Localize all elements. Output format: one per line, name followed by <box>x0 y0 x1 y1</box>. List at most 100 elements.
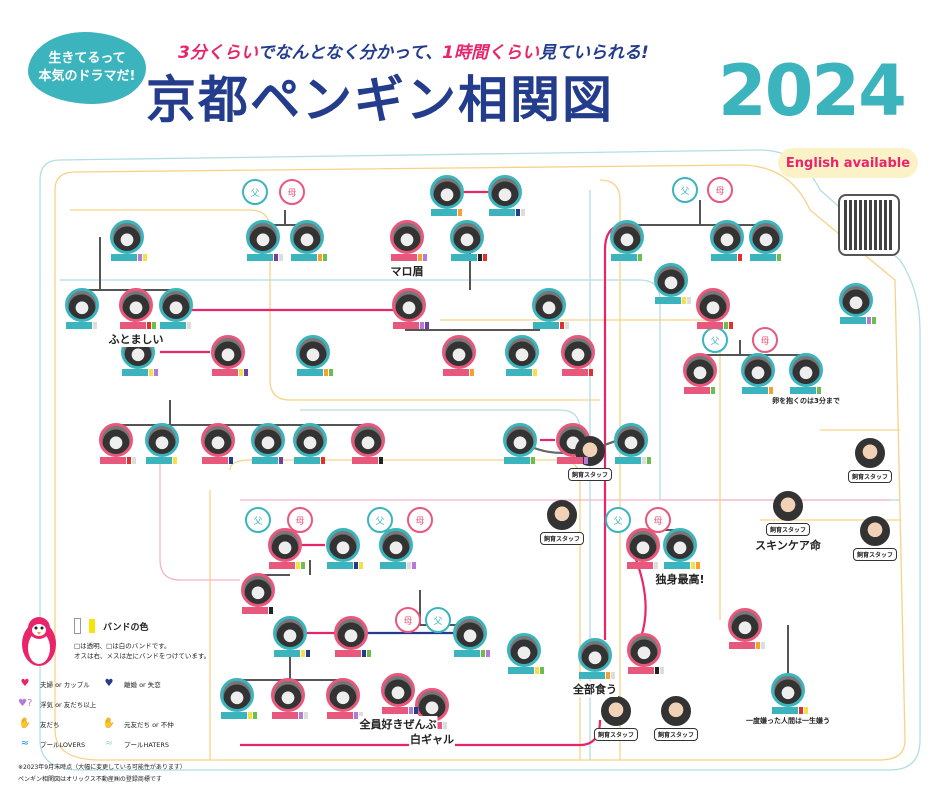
penguin-node[interactable] <box>683 353 717 387</box>
penguin-node[interactable] <box>578 638 612 672</box>
band-color-swatch <box>540 667 544 674</box>
penguin-node[interactable] <box>503 423 537 457</box>
band-color-swatch <box>187 322 191 329</box>
penguin-node[interactable] <box>99 423 133 457</box>
penguin-node[interactable] <box>110 220 144 254</box>
penguin-node[interactable] <box>610 220 644 254</box>
penguin-node[interactable] <box>379 528 413 562</box>
penguin-node[interactable] <box>381 673 415 707</box>
band-color-swatch <box>418 254 422 261</box>
penguin-node[interactable] <box>507 633 541 667</box>
penguin-band <box>382 707 418 714</box>
penguin-node[interactable] <box>273 616 307 650</box>
penguin-node[interactable] <box>392 288 426 322</box>
penguin-node[interactable] <box>654 263 688 297</box>
band-name-tag <box>489 209 515 216</box>
band-color-swatch <box>304 712 308 719</box>
penguin-node[interactable] <box>626 528 660 562</box>
penguin-node[interactable] <box>351 423 385 457</box>
penguin-node[interactable] <box>390 220 424 254</box>
penguin-node[interactable] <box>334 616 368 650</box>
band-color-swatch <box>269 607 273 614</box>
band-color-swatch <box>711 387 715 394</box>
penguin-band <box>840 317 876 324</box>
penguin-node[interactable] <box>505 335 539 369</box>
penguin-node[interactable] <box>627 633 661 667</box>
band-color-swatch <box>486 650 490 657</box>
penguin-band <box>628 667 664 674</box>
subtitle-part: 3分くらい <box>178 43 258 63</box>
wave-icon: ≈ <box>20 738 30 749</box>
penguin-node[interactable] <box>220 678 254 712</box>
band-name-tag <box>212 369 238 376</box>
footnote-trademark: ペンギン相関図はオリックス不動産㈱の登録商標です <box>18 776 162 783</box>
penguin-node[interactable] <box>326 528 360 562</box>
penguin-node[interactable] <box>453 616 487 650</box>
legend-pool-haters: ≈プールHATERS <box>102 738 169 749</box>
band-name-tag <box>742 387 768 394</box>
band-name-tag <box>382 707 408 714</box>
page-title: 京都ペンギン相関図 <box>146 71 614 129</box>
penguin-node[interactable] <box>789 353 823 387</box>
penguin-node[interactable] <box>119 288 153 322</box>
penguin-mascot-icon <box>22 617 56 666</box>
penguin-node[interactable] <box>246 220 280 254</box>
penguin-node[interactable] <box>268 528 302 562</box>
penguin-node[interactable] <box>271 678 305 712</box>
legend-couple: ♥夫婦 or カップル <box>18 678 90 689</box>
band-color-swatch <box>248 712 252 719</box>
penguin-node[interactable] <box>450 220 484 254</box>
band-name-tag <box>294 457 320 464</box>
band-name-tag <box>790 387 816 394</box>
penguin-node[interactable] <box>532 288 566 322</box>
legend-label: 離婚 or 失恋 <box>124 680 161 689</box>
penguin-band <box>242 607 273 614</box>
penguin-node[interactable] <box>728 608 762 642</box>
penguin-node[interactable] <box>614 423 648 457</box>
band-color-swatch <box>761 642 765 649</box>
penguin-node[interactable] <box>442 335 476 369</box>
penguin-node[interactable] <box>201 423 235 457</box>
penguin-node[interactable] <box>663 528 697 562</box>
penguin-node[interactable] <box>211 335 245 369</box>
penguin-band <box>508 667 544 674</box>
mother-marker: 母 <box>707 177 733 203</box>
penguin-node[interactable] <box>488 175 522 209</box>
penguin-node[interactable] <box>293 423 327 457</box>
penguin-node[interactable] <box>296 335 330 369</box>
penguin-band <box>655 297 691 304</box>
penguin-caption: ふとましい <box>107 331 165 347</box>
penguin-node[interactable] <box>326 678 360 712</box>
penguin-node[interactable] <box>290 220 324 254</box>
penguin-node[interactable] <box>839 283 873 317</box>
penguin-node[interactable] <box>159 288 193 322</box>
band-name-tag <box>729 642 755 649</box>
band-name-tag <box>111 254 137 261</box>
penguin-node[interactable] <box>65 288 99 322</box>
band-name-tag <box>274 650 300 657</box>
penguin-node[interactable] <box>241 573 275 607</box>
penguin-node[interactable] <box>771 673 805 707</box>
legend-breakup: ♥離婚 or 失恋 <box>102 678 161 689</box>
band-name-tag <box>380 562 406 569</box>
staff-label: 飼育スタッフ <box>567 468 613 481</box>
penguin-node[interactable] <box>251 423 285 457</box>
penguin-node[interactable] <box>561 335 595 369</box>
penguin-node[interactable] <box>710 220 744 254</box>
band-color-swatch <box>324 369 328 376</box>
band-color-swatch <box>867 317 871 324</box>
qr-code[interactable] <box>838 194 900 256</box>
penguin-node[interactable] <box>741 353 775 387</box>
band-color-swatch <box>611 672 615 679</box>
penguin-node[interactable] <box>696 288 730 322</box>
english-available-link[interactable]: English available <box>778 148 918 178</box>
band-name-tag <box>664 562 690 569</box>
penguin-band <box>335 650 371 657</box>
penguin-node[interactable] <box>145 423 179 457</box>
band-color-swatch <box>359 712 363 719</box>
penguin-band <box>504 457 535 464</box>
band-color-swatch <box>253 712 257 719</box>
band-color-swatch <box>138 254 142 261</box>
penguin-node[interactable] <box>749 220 783 254</box>
penguin-node[interactable] <box>430 175 464 209</box>
